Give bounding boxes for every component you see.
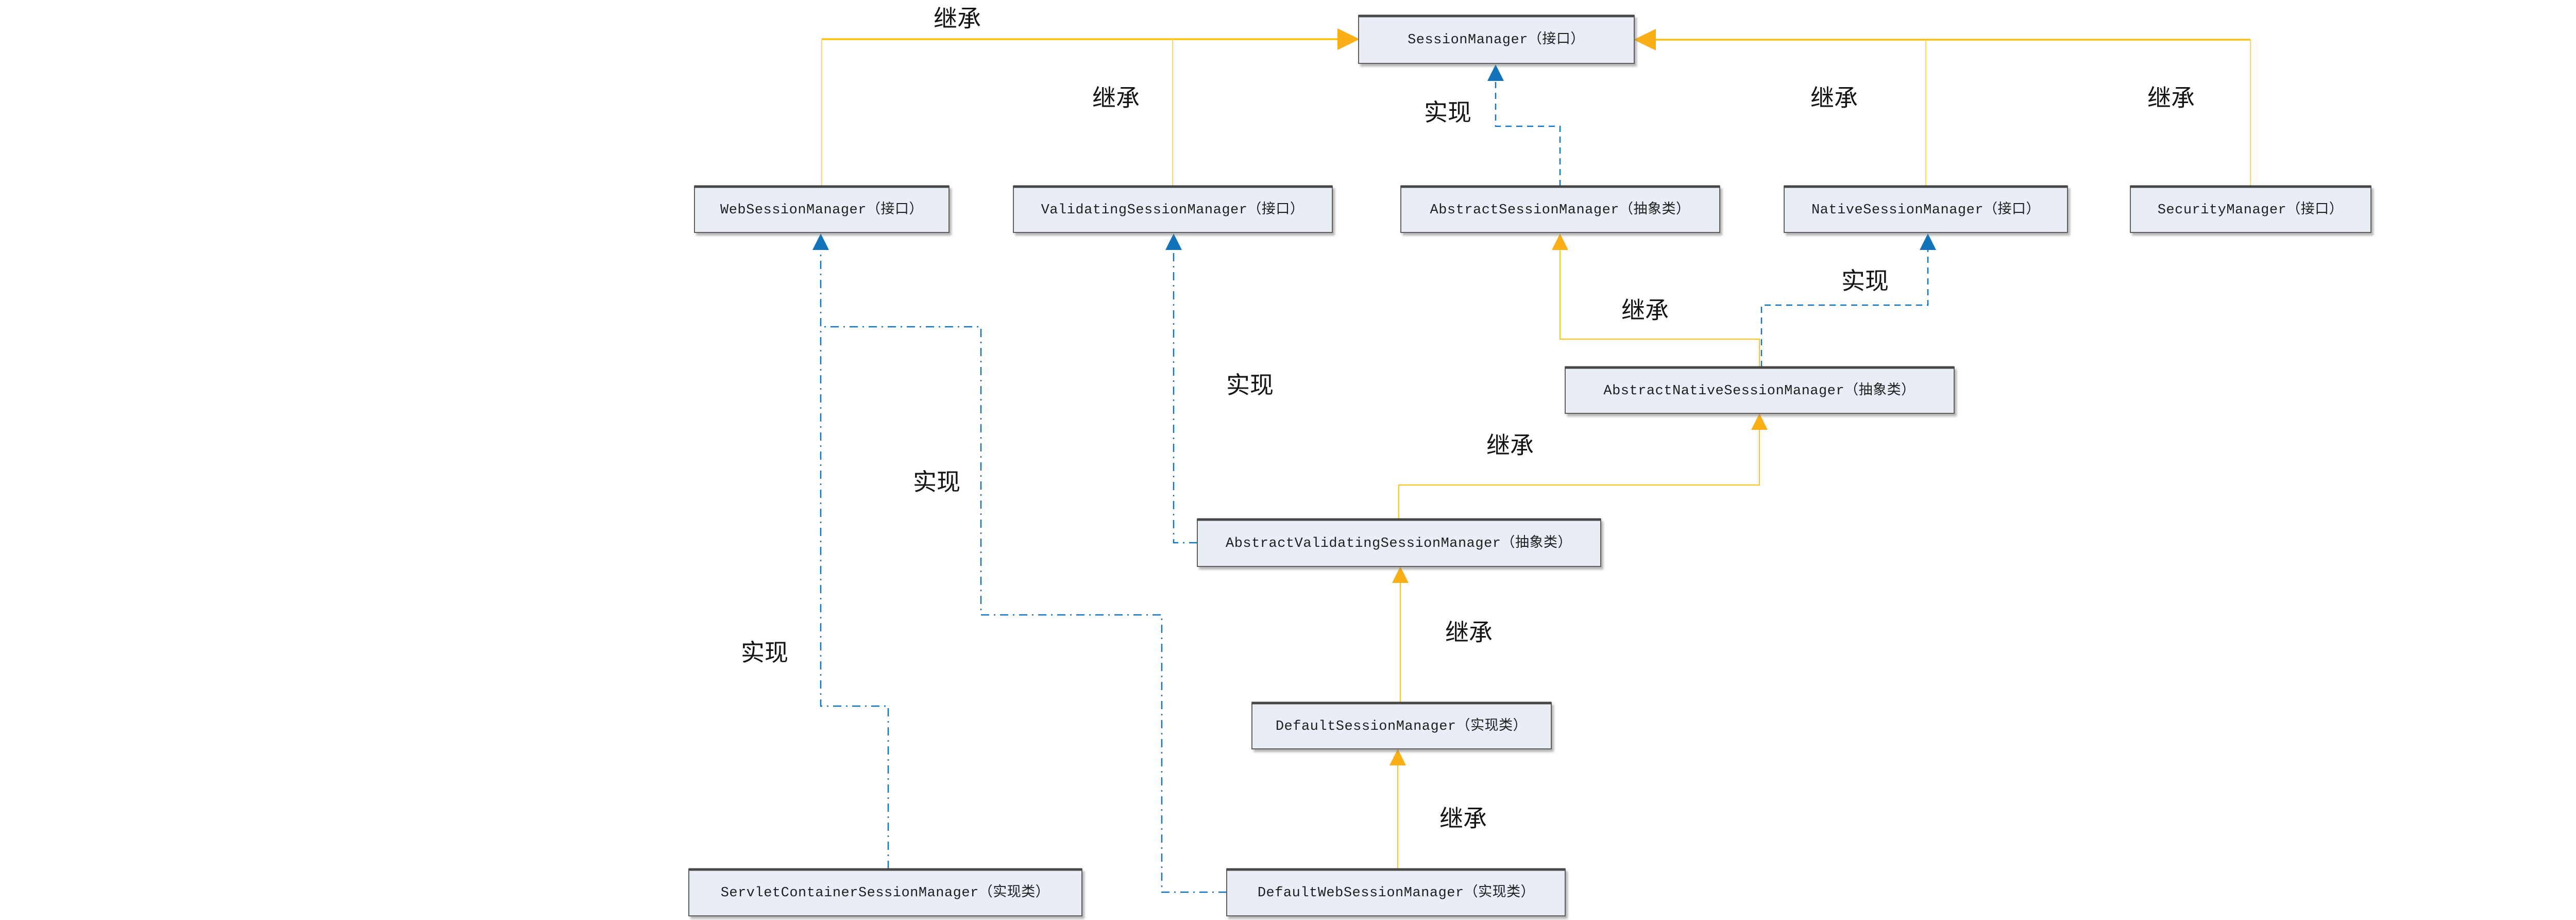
edge-label-inherit-validating-session: 继承 [1092, 84, 1140, 112]
edge-label-implement-abstractvalidating-validating: 实现 [1226, 371, 1274, 399]
inherit-edges [821, 28, 2251, 869]
edge-label-inherit-defaultsession-abstractvalidating: 继承 [1445, 618, 1493, 646]
edge-inherit-abstractnative-abstractsession [1559, 250, 1760, 367]
node-label: ValidatingSessionManager（接口） [1041, 201, 1304, 218]
implement-edges [812, 64, 1936, 893]
node-validatingsessionmanager: ValidatingSessionManager（接口） [1013, 185, 1333, 233]
edge-implement-defaultweb-websessionmanager [821, 326, 1227, 893]
node-label: SessionManager（接口） [1408, 31, 1585, 48]
inherit-arrowhead-abstractsessionmanager [1552, 233, 1568, 250]
node-websessionmanager: WebSessionManager（接口） [694, 185, 950, 233]
edge-implement-abstractsession-sessionmanager [1495, 81, 1561, 186]
inherit-arrowhead-defaultsessionmanager [1389, 749, 1406, 765]
node-box [1251, 702, 1552, 749]
node-defaultsessionmanager: DefaultSessionManager（实现类） [1251, 701, 1552, 749]
inherit-arrowhead-sessionmanager-left [1337, 28, 1360, 50]
node-servletcontainersessionmanager: ServletContainerSessionManager（实现类） [688, 868, 1082, 916]
node-label: AbstractSessionManager（抽象类） [1430, 201, 1690, 218]
node-defaultwebsessionmanager: DefaultWebSessionManager（实现类） [1226, 868, 1566, 916]
node-sessionmanager: SessionManager（接口） [1358, 14, 1635, 64]
edge-label-implement-abstractsession-session: 实现 [1424, 98, 1471, 126]
node-securitymanager: SecurityManager（接口） [2130, 185, 2371, 233]
edge-labels: 继承 继承 继承 继承 实现 继承 实现 继承 实现 继承 继承 实现 实现 [741, 5, 2195, 832]
edge-inherit-abstractvalidating-abstractnative [1398, 430, 1760, 519]
node-box [1197, 518, 1601, 567]
edge-label-inherit-security-session: 继承 [2147, 84, 2195, 112]
edge-label-inherit-native-session: 继承 [1810, 84, 1858, 112]
node-abstractsessionmanager: AbstractSessionManager（抽象类） [1400, 185, 1720, 233]
node-box [1784, 186, 2068, 233]
inherit-arrowhead-abstractvalidatingsessionmanager [1392, 566, 1409, 583]
implement-arrowhead-nativesessionmanager [1920, 233, 1936, 250]
edge-label-inherit-abstractvalidating-abstractnative: 继承 [1486, 431, 1534, 459]
edge-label-implement-defaultweb-web: 实现 [913, 468, 960, 496]
node-box [1013, 186, 1333, 233]
edge-implement-abstractnative-nativesessionmanager [1760, 250, 1929, 367]
node-label: DefaultWebSessionManager（实现类） [1258, 884, 1535, 901]
implement-arrowhead-sessionmanager [1487, 64, 1504, 81]
node-label: SecurityManager（接口） [2158, 201, 2344, 218]
edge-implement-servletcontainer-websessionmanager [820, 250, 889, 869]
edge-label-implement-servletcontainer-web: 实现 [741, 639, 788, 666]
implement-arrowhead-websessionmanager [812, 233, 829, 250]
node-box [694, 186, 950, 233]
inherit-arrowhead-sessionmanager-right [1634, 29, 1656, 51]
node-abstractvalidatingsessionmanager: AbstractValidatingSessionManager（抽象类） [1197, 518, 1601, 567]
edge-implement-abstractvalidating-validatingsessionmanager [1173, 250, 1197, 544]
node-label: AbstractNativeSessionManager（抽象类） [1603, 382, 1915, 399]
node-label: AbstractValidatingSessionManager（抽象类） [1226, 534, 1572, 551]
node-label: DefaultSessionManager（实现类） [1276, 717, 1527, 734]
node-box [1400, 186, 1720, 233]
implement-arrowhead-validatingsessionmanager [1165, 233, 1182, 250]
node-box [1226, 868, 1566, 916]
node-label: WebSessionManager（接口） [720, 201, 923, 218]
node-nativesessionmanager: NativeSessionManager（接口） [1784, 185, 2068, 233]
edge-label-inherit-defaultweb-defaultsession: 继承 [1439, 805, 1487, 832]
node-label: ServletContainerSessionManager（实现类） [721, 884, 1050, 901]
inherit-arrowhead-abstractnativesessionmanager [1751, 413, 1768, 430]
node-abstractnativesessionmanager: AbstractNativeSessionManager（抽象类） [1565, 366, 1955, 414]
node-label: NativeSessionManager（接口） [1811, 201, 2040, 218]
edge-label-implement-abstractnative-native: 实现 [1841, 267, 1889, 295]
node-box [1565, 366, 1955, 414]
edge-label-inherit-web-session: 继承 [934, 5, 981, 32]
edge-label-inherit-abstractnative-abstractsession: 继承 [1621, 296, 1669, 324]
